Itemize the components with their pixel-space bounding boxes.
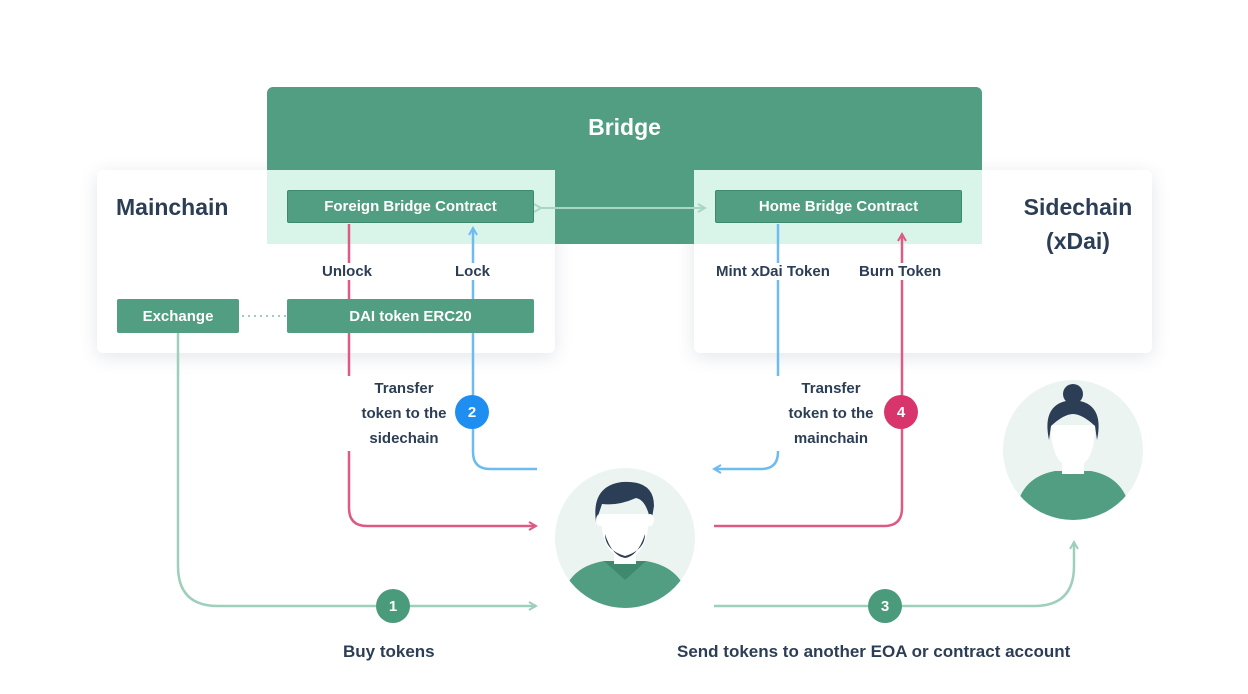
buy-tokens-label: Buy tokens: [343, 642, 435, 661]
buy-tokens-flow: [176, 332, 536, 606]
step4-line2: token to the: [788, 405, 874, 422]
transfer-to-sidechain-text: Transfer token to the sidechain: [339, 376, 469, 451]
step2-line2: token to the: [361, 405, 447, 422]
burn-token-label: Burn Token: [855, 263, 946, 280]
step4-line3: mainchain: [793, 430, 869, 447]
foreign-bridge-contract: Foreign Bridge Contract: [287, 190, 534, 223]
sidechain-title: Sidechain (xDai): [1015, 190, 1141, 258]
unlock-label: Unlock: [318, 263, 377, 280]
sidechain-title-line2: (xDai): [1046, 228, 1110, 254]
step-1-badge: 1: [376, 589, 410, 623]
unlock-flow: [347, 224, 536, 526]
transfer-to-mainchain-text: Transfer token to the mainchain: [766, 376, 896, 451]
bridge-title: Bridge: [588, 114, 661, 140]
exchange-box: Exchange: [117, 299, 239, 333]
female-user-avatar-icon: [1003, 380, 1143, 520]
step-4-badge: 4: [884, 395, 918, 429]
home-bridge-contract: Home Bridge Contract: [715, 190, 962, 223]
lock-flow: [473, 228, 537, 471]
dai-token-box: DAI token ERC20: [287, 299, 534, 333]
burn-flow: [714, 234, 902, 528]
step-3-badge: 3: [868, 589, 902, 623]
male-user-avatar-icon: [555, 468, 695, 608]
step-2-badge: 2: [455, 395, 489, 429]
sidechain-title-line1: Sidechain: [1023, 194, 1133, 220]
mint-xdai-label: Mint xDai Token: [712, 263, 834, 280]
send-tokens-label: Send tokens to another EOA or contract a…: [677, 642, 1071, 661]
step2-line1: Transfer: [374, 380, 434, 397]
mainchain-title: Mainchain: [116, 194, 229, 220]
send-tokens-flow: [714, 542, 1074, 608]
mint-flow: [714, 224, 780, 469]
step4-line1: Transfer: [801, 380, 861, 397]
lock-label: Lock: [451, 263, 495, 280]
step2-line3: sidechain: [369, 430, 439, 447]
